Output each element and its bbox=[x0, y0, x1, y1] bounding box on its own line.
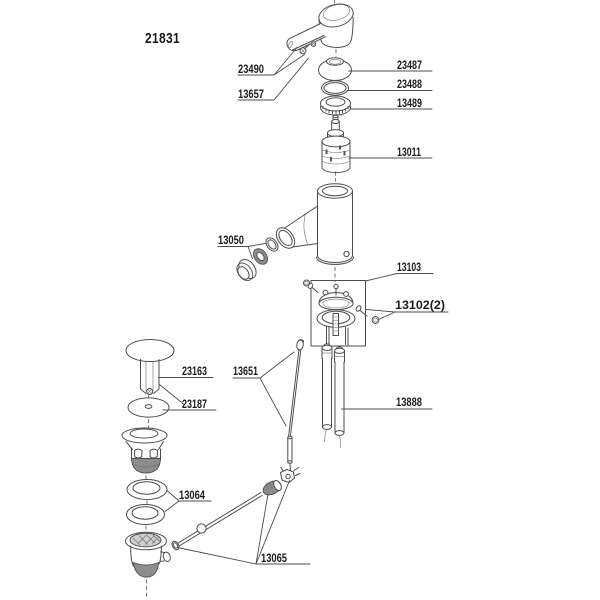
part-handle-lever bbox=[286, 3, 354, 52]
callout-13064-label: 13064 bbox=[179, 488, 205, 502]
knurl-ticks bbox=[322, 106, 349, 115]
part-clevis-13065 bbox=[280, 467, 301, 483]
callout-13050-label: 13050 bbox=[218, 233, 244, 247]
callout-13065-label: 13065 bbox=[261, 551, 287, 565]
part-mounting-set-13103 bbox=[303, 279, 366, 347]
part-hoses-13888 bbox=[321, 343, 345, 449]
part-washer-13064-upper bbox=[126, 479, 168, 500]
center-lines bbox=[145, 0, 337, 598]
callout-13489-label: 13489 bbox=[397, 96, 422, 110]
callout-23187-label: 23187 bbox=[182, 397, 207, 411]
part-washer-13064-lower bbox=[126, 504, 165, 525]
leader-13651 bbox=[232, 351, 295, 427]
part-drain-body bbox=[125, 531, 171, 578]
part-oring-23488 bbox=[321, 80, 349, 96]
part-washer-23187 bbox=[127, 397, 170, 418]
model-number-label: 21831 bbox=[145, 30, 180, 47]
leader-23187 bbox=[159, 384, 217, 411]
leader-23490 bbox=[237, 47, 305, 76]
part-lift-rod-13651 bbox=[287, 339, 305, 471]
part-faucet-body bbox=[275, 183, 354, 265]
part-dome-cap-23487 bbox=[318, 57, 352, 81]
leader-13102 bbox=[366, 309, 449, 320]
part-handle-screw-23490 bbox=[299, 44, 310, 55]
callout-23488-label: 23488 bbox=[397, 77, 422, 91]
callout-labels: 21831 23490 13657 23487 23488 13489 1301… bbox=[145, 30, 445, 565]
leader-13050 bbox=[217, 243, 266, 259]
callout-23487-label: 23487 bbox=[397, 58, 422, 72]
part-popup-plug-23163 bbox=[125, 339, 175, 395]
leader-13064 bbox=[164, 490, 212, 512]
callout-leaders bbox=[158, 47, 449, 565]
callout-13011-label: 13011 bbox=[397, 145, 421, 159]
part-pivot-rod-13065 bbox=[171, 492, 263, 551]
callout-13657-label: 13657 bbox=[238, 87, 264, 101]
part-gland-nut-13065 bbox=[262, 479, 282, 496]
part-ring-nut-13489 bbox=[320, 95, 351, 116]
leader-13103 bbox=[365, 273, 434, 282]
part-screws-13102 bbox=[355, 305, 380, 324]
callout-23163-label: 23163 bbox=[182, 364, 207, 378]
callout-13103-label: 13103 bbox=[397, 260, 421, 274]
leader-13657 bbox=[237, 57, 309, 101]
part-aerator-13050 bbox=[236, 237, 279, 282]
part-cartridge-13011 bbox=[321, 114, 351, 173]
leader-13065 bbox=[177, 480, 311, 565]
callout-13888-label: 13888 bbox=[396, 395, 422, 409]
callout-13102-label: 13102(2) bbox=[395, 298, 445, 312]
callout-23490-label: 23490 bbox=[238, 62, 264, 76]
callout-13651-label: 13651 bbox=[233, 364, 258, 378]
part-set-screw-13657 bbox=[310, 41, 317, 48]
part-tailpiece-flange bbox=[121, 427, 168, 474]
